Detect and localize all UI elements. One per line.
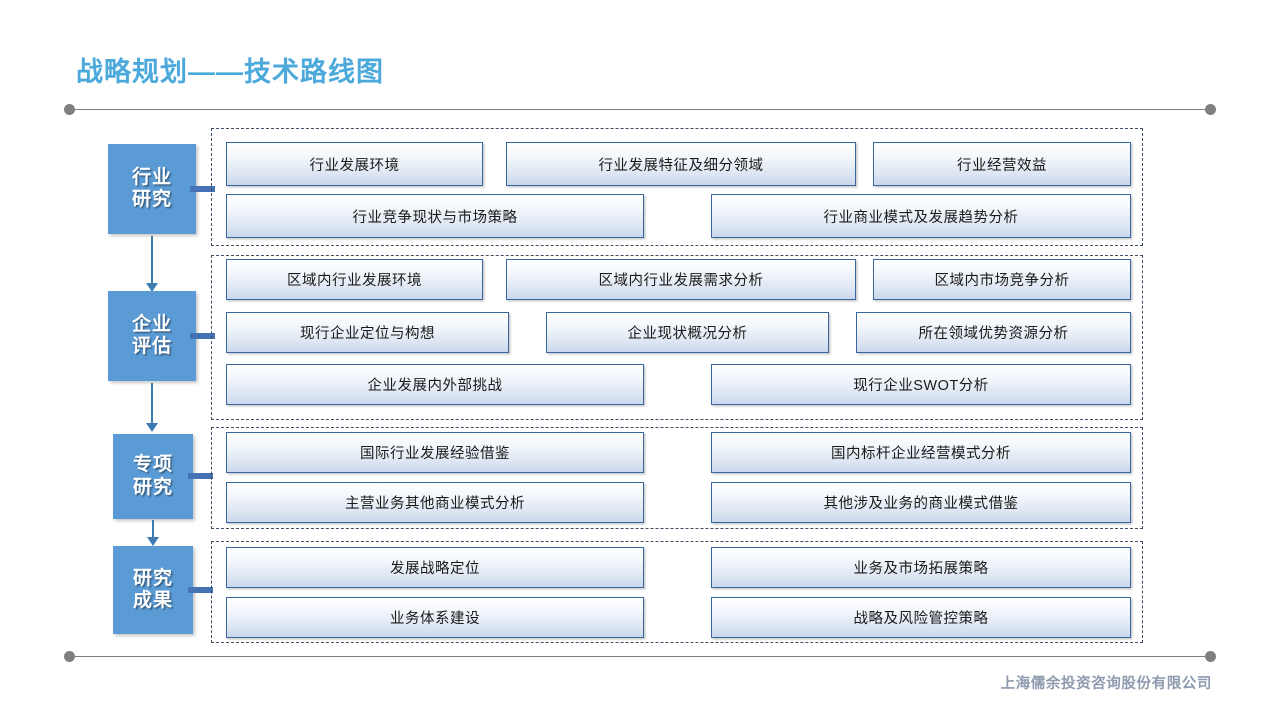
- item-label: 行业发展特征及细分领域: [598, 157, 764, 174]
- item-label: 国内标杆企业经营模式分析: [831, 446, 1011, 462]
- item-label: 企业现状概况分析: [627, 326, 748, 342]
- group-research-results: [211, 541, 1143, 643]
- stage-connector-stub-2: [190, 333, 215, 339]
- item-box[interactable]: 行业商业模式及发展趋势分析: [711, 194, 1131, 238]
- item-box[interactable]: 其他涉及业务的商业模式借鉴: [711, 482, 1131, 523]
- divider-line: [74, 656, 1206, 657]
- arrow-shaft: [151, 236, 153, 285]
- stage-connector-stub-1: [190, 186, 215, 192]
- stage-connector-stub-4: [188, 587, 213, 593]
- item-label: 战略及风险管控策略: [853, 611, 989, 627]
- item-box[interactable]: 行业发展特征及细分领域: [506, 142, 856, 186]
- bottom-divider: [64, 651, 1216, 662]
- item-box[interactable]: 行业经营效益: [873, 142, 1131, 186]
- item-box[interactable]: 战略及风险管控策略: [711, 597, 1131, 638]
- item-label: 区域内市场竞争分析: [934, 273, 1070, 289]
- item-box[interactable]: 所在领域优势资源分析: [856, 312, 1131, 353]
- arrow-head: [147, 537, 159, 546]
- item-box[interactable]: 主营业务其他商业模式分析: [226, 482, 644, 523]
- arrow-shaft: [151, 383, 153, 425]
- group-industry-research: [211, 128, 1143, 246]
- divider-line: [74, 109, 1206, 110]
- stage-box-research-results[interactable]: 研究 成果: [113, 546, 193, 634]
- item-box[interactable]: 行业发展环境: [226, 142, 483, 186]
- stage-arrow-2-to-3: [146, 383, 158, 432]
- divider-dot-left: [64, 651, 75, 662]
- item-label: 行业商业模式及发展趋势分析: [823, 209, 1019, 226]
- item-label: 企业发展内外部挑战: [367, 378, 503, 394]
- arrow-head: [146, 283, 158, 292]
- item-box[interactable]: 业务及市场拓展策略: [711, 547, 1131, 588]
- item-label: 所在领域优势资源分析: [918, 326, 1069, 342]
- item-box[interactable]: 企业现状概况分析: [546, 312, 829, 353]
- item-label: 业务及市场拓展策略: [853, 561, 989, 577]
- item-label: 业务体系建设: [390, 611, 480, 627]
- item-box[interactable]: 区域内行业发展环境: [226, 259, 483, 300]
- stage-label-enterprise-assessment: 企业 评估: [131, 313, 172, 357]
- item-box[interactable]: 国内标杆企业经营模式分析: [711, 432, 1131, 473]
- page-title: 战略规划——技术路线图: [76, 57, 384, 87]
- divider-dot-right: [1205, 651, 1216, 662]
- stage-label-special-research: 专项 研究: [132, 454, 173, 498]
- item-label: 行业经营效益: [957, 157, 1047, 174]
- item-box[interactable]: 企业发展内外部挑战: [226, 364, 644, 405]
- stage-label-industry-research: 行业 研究: [131, 166, 172, 210]
- item-label: 现行企业SWOT分析: [853, 378, 989, 394]
- item-box[interactable]: 业务体系建设: [226, 597, 644, 638]
- item-label: 区域内行业发展环境: [287, 273, 422, 289]
- item-label: 其他涉及业务的商业模式借鉴: [823, 496, 1019, 512]
- item-box[interactable]: 区域内市场竞争分析: [873, 259, 1131, 300]
- item-label: 行业竞争现状与市场策略: [352, 209, 518, 226]
- group-special-research: [211, 427, 1143, 529]
- item-box[interactable]: 国际行业发展经验借鉴: [226, 432, 644, 473]
- item-box[interactable]: 现行企业SWOT分析: [711, 364, 1131, 405]
- item-box[interactable]: 发展战略定位: [226, 547, 644, 588]
- item-label: 国际行业发展经验借鉴: [360, 446, 510, 462]
- item-box[interactable]: 现行企业定位与构想: [226, 312, 509, 353]
- item-label: 发展战略定位: [390, 561, 480, 577]
- stage-label-research-results: 研究 成果: [132, 567, 173, 611]
- item-label: 现行企业定位与构想: [300, 326, 435, 342]
- arrow-shaft: [152, 520, 154, 539]
- stage-arrow-1-to-2: [146, 236, 158, 292]
- arrow-head: [146, 423, 158, 432]
- footer-company-name: 上海儒余投资咨询股份有限公司: [1000, 676, 1212, 692]
- divider-dot-left: [64, 104, 75, 115]
- stage-box-special-research[interactable]: 专项 研究: [113, 434, 193, 519]
- stage-box-enterprise-assessment[interactable]: 企业 评估: [108, 291, 196, 381]
- item-label: 区域内行业发展需求分析: [598, 273, 764, 289]
- item-label: 行业发展环境: [309, 157, 400, 174]
- top-divider: [64, 104, 1216, 115]
- item-box[interactable]: 行业竞争现状与市场策略: [226, 194, 644, 238]
- divider-dot-right: [1205, 104, 1216, 115]
- stage-arrow-3-to-4: [147, 520, 159, 546]
- group-enterprise-assessment: [211, 255, 1143, 420]
- stage-connector-stub-3: [188, 473, 213, 479]
- stage-box-industry-research[interactable]: 行业 研究: [108, 144, 196, 234]
- item-label: 主营业务其他商业模式分析: [345, 496, 525, 512]
- item-box[interactable]: 区域内行业发展需求分析: [506, 259, 856, 300]
